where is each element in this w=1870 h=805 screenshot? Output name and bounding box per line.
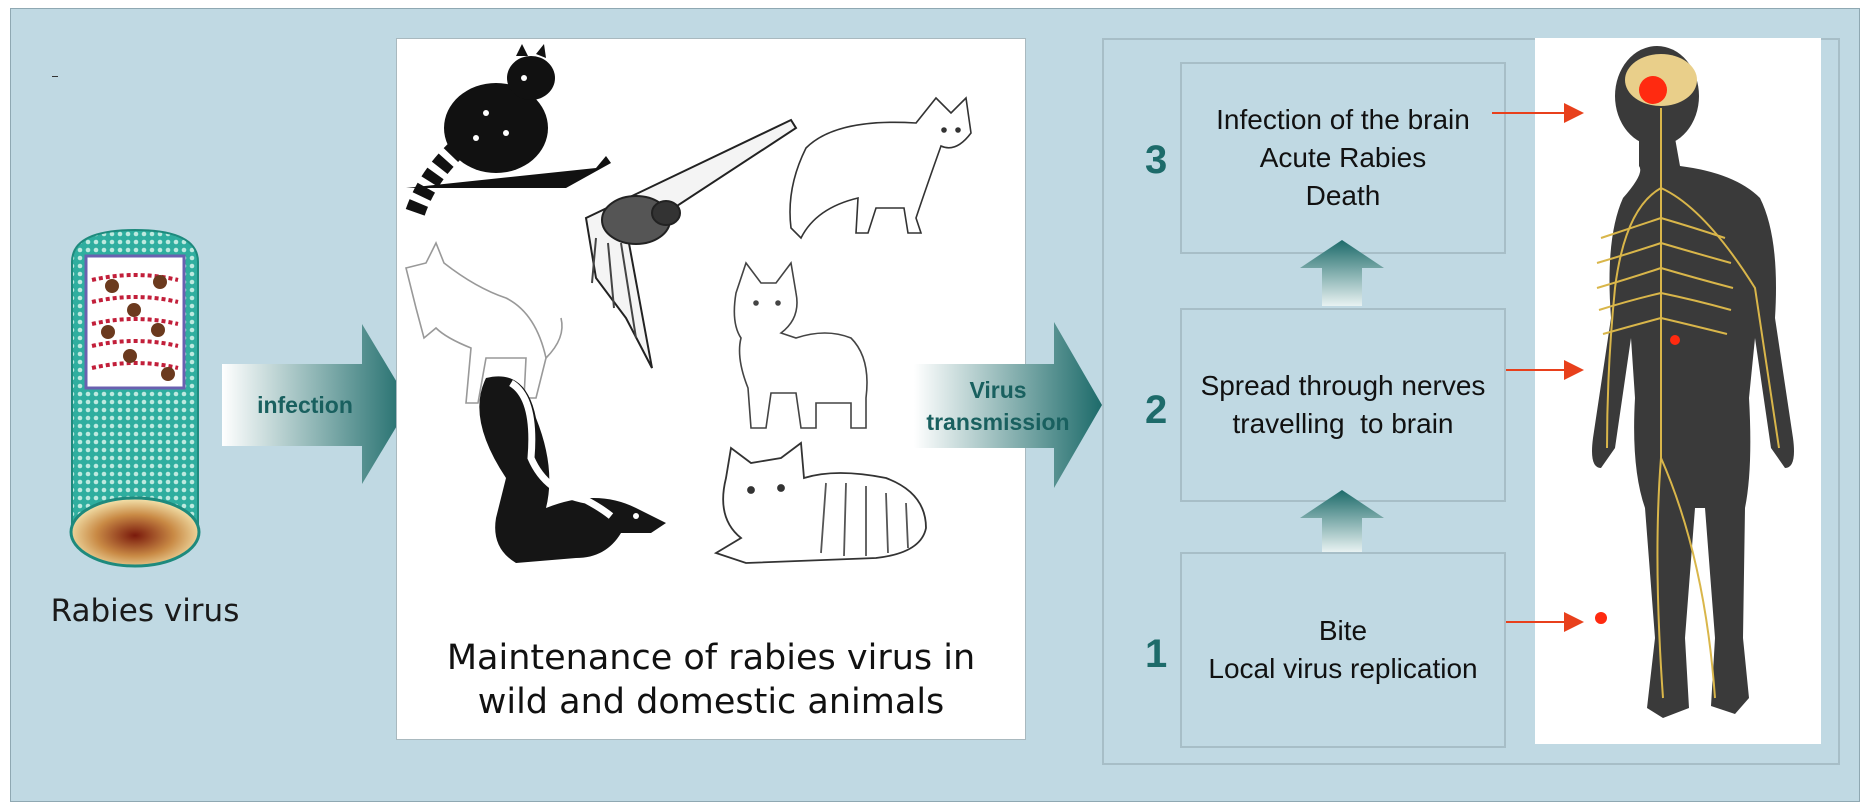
wolf-figure [406,243,562,403]
progress-arrow-upper [1292,238,1392,308]
animal-caption-line1: Maintenance of rabies virus in [400,636,1022,680]
stage-3-number: 3 [1145,138,1167,183]
fox-figure [790,98,971,238]
stage-1-line2: Local virus replication [1208,650,1477,688]
stage-1-number: 1 [1145,632,1167,677]
skunk-figure [479,376,666,563]
dog-figure [734,263,867,428]
rabies-virus-illustration [60,222,210,572]
stage-2-line1: Spread through nerves [1201,367,1486,405]
cat-figure [716,443,926,563]
stray-mark [52,76,58,77]
animal-caption-line2: wild and domestic animals [400,680,1022,724]
infection-label: infection [240,392,370,419]
stage-2-line2: travelling to brain [1201,405,1486,443]
transmission-label-line2: transmission [910,406,1086,438]
stage-3-line1: Infection of the brain [1216,101,1470,139]
pointer-arrows [1490,100,1590,640]
stage-1-line1: Bite [1208,612,1477,650]
transmission-label: Virus transmission [910,374,1086,438]
stage-3-line3: Death [1216,177,1470,215]
stage-1-box: Bite Local virus replication [1180,552,1506,748]
stage-2-box: Spread through nerves travelling to brai… [1180,308,1506,502]
stage-3-line2: Acute Rabies [1216,139,1470,177]
stage-3-box: Infection of the brain Acute Rabies Deat… [1180,62,1506,254]
transmission-label-line1: Virus [910,374,1086,406]
bat-figure [586,120,796,368]
stage-2-number: 2 [1145,388,1167,433]
progress-arrow-lower [1292,488,1392,554]
raccoon-figure [406,44,611,216]
virus-caption: Rabies virus [40,593,250,629]
animal-caption: Maintenance of rabies virus in wild and … [400,636,1022,724]
